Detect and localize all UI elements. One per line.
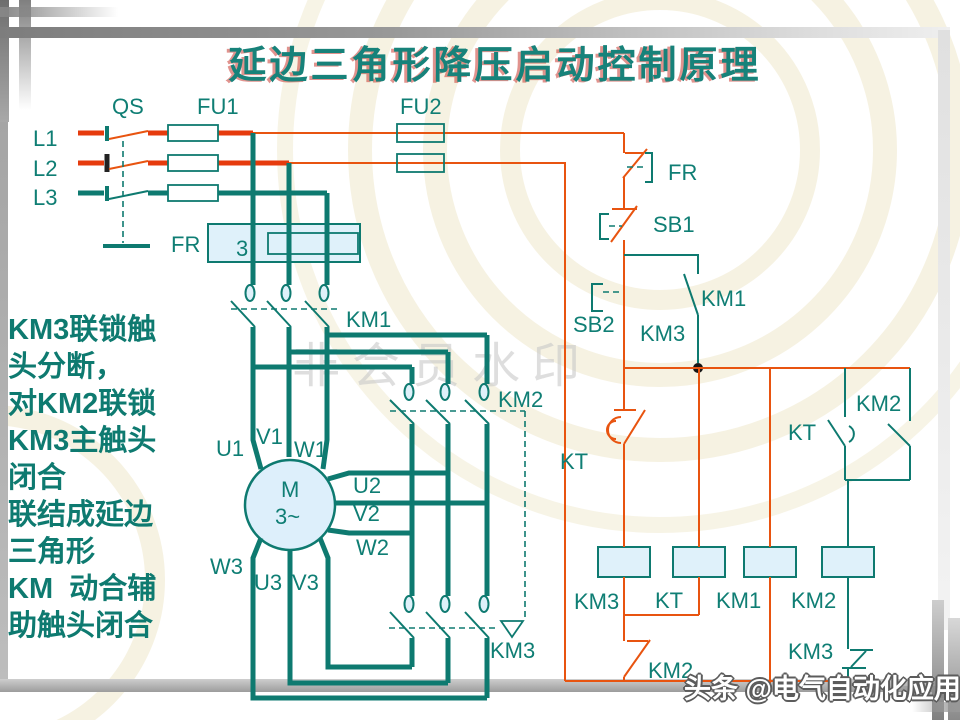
coil-km3: [597, 546, 651, 578]
fr-nc-contact: [622, 148, 653, 183]
label-coil-km2: KM2: [791, 588, 836, 613]
label-coil-kt: KT: [655, 588, 683, 613]
control-circuit: [565, 133, 911, 683]
delta-symbol: [499, 620, 525, 639]
label-fr-main: FR: [171, 232, 200, 257]
label-km1-aux: KM1: [701, 286, 746, 311]
label-fu2: FU2: [400, 94, 442, 119]
label-fu1: FU1: [197, 94, 239, 119]
label-kt-right: KT: [788, 420, 816, 445]
label-km2-aux: KM2: [856, 391, 901, 416]
label-l2: L2: [33, 156, 57, 181]
sb1-stop-button: [599, 205, 638, 243]
coil-kt: [672, 546, 726, 578]
kt-timed-contact-right: [827, 368, 855, 480]
label-km3-no: KM3: [788, 639, 833, 664]
label-km2-nc: KM2: [648, 658, 693, 683]
motor-wiring: [250, 327, 490, 701]
coil-km2: [821, 546, 875, 578]
km3-main-contacts: [389, 595, 525, 698]
contactor-coils: [597, 546, 875, 578]
label-kt-left: KT: [560, 449, 588, 474]
label-motor-phase: 3~: [275, 504, 300, 529]
sb2-start-button: [591, 283, 622, 312]
label-sb2: SB2: [573, 312, 615, 337]
label-w1: W1: [294, 437, 327, 462]
coil-km1: [743, 546, 797, 578]
label-u3: U3: [254, 570, 282, 595]
label-l1: L1: [33, 126, 57, 151]
label-u1: U1: [216, 436, 244, 461]
km1-main-contacts: [230, 133, 340, 328]
km2-no-contact-right: [845, 368, 911, 547]
label-v1: V1: [256, 424, 283, 449]
label-u2: U2: [353, 473, 381, 498]
km3-no-contact-bottom: [842, 577, 873, 681]
label-v2: V2: [353, 501, 380, 526]
fuse-symbols: [167, 123, 445, 202]
supply-and-qs-switch: [78, 126, 624, 681]
label-w2: W2: [356, 535, 389, 560]
thermal-relay-fr-heater: [207, 223, 361, 263]
km2-nc-contact: [623, 639, 651, 681]
label-w3: W3: [210, 554, 243, 579]
label-coil-km3: KM3: [574, 589, 619, 614]
label-l3: L3: [33, 185, 57, 210]
label-fr-ctrl: FR: [668, 160, 697, 185]
label-km3-ctrl: KM3: [640, 321, 685, 346]
label-km2-main: KM2: [498, 387, 543, 412]
label-v3: V3: [292, 570, 319, 595]
label-km3-main: KM3: [490, 638, 535, 663]
heater-count-label: 3: [236, 236, 248, 261]
label-motor-m: M: [281, 477, 299, 502]
label-sb1: SB1: [653, 212, 695, 237]
km2-main-contacts: [389, 383, 526, 619]
kt-delayed-nc-contact: [606, 368, 646, 547]
label-qs: QS: [112, 94, 144, 119]
side-note: KM3联锁触 头分断， 对KM2联锁 KM3主触头 闭合 联结成延边 三角形 K…: [8, 314, 157, 642]
brand-watermark: 头条 @电气自动化应用: [684, 674, 960, 704]
label-km1-main: KM1: [346, 307, 391, 332]
page-title: 延边三角形降压启动控制原理: [228, 45, 762, 87]
km1-aux-contact: [624, 254, 699, 363]
label-coil-km1: KM1: [716, 588, 761, 613]
